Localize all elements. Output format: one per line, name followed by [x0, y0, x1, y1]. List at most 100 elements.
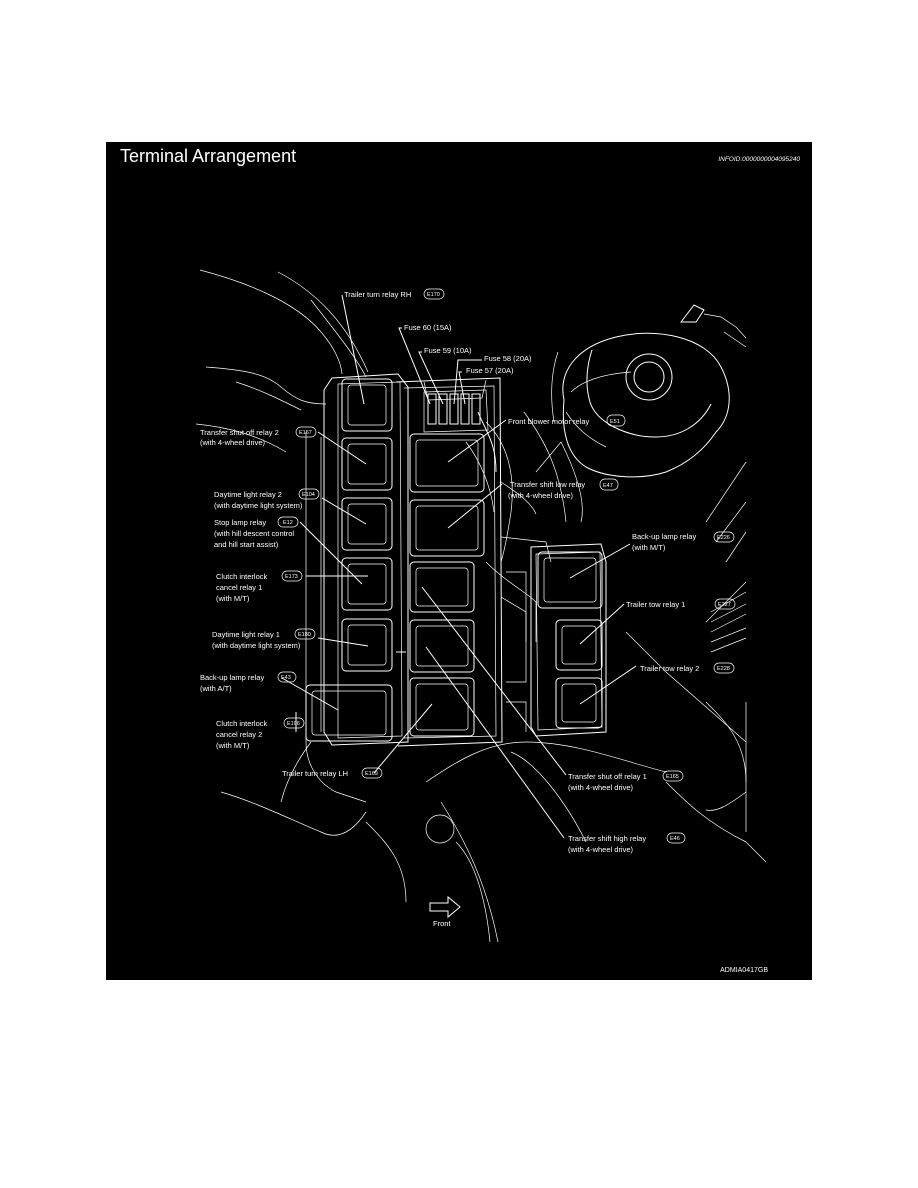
- svg-text:(with 4-wheel drive): (with 4-wheel drive): [508, 491, 574, 500]
- svg-text:(with 4-wheel drive): (with 4-wheel drive): [568, 845, 634, 854]
- relay-transfer-shift-low: [409, 499, 485, 557]
- label-fuse-60: Fuse 60 (15A): [404, 323, 452, 332]
- label-back-up-lamp-relay-mt: Back-up lamp relay (with M/T) E226: [632, 531, 735, 552]
- relay-transfer-shutoff-1-inner: [415, 625, 469, 667]
- label-back-up-lamp-relay-at: Back-up lamp relay (with A/T) E43: [200, 671, 297, 693]
- blower-motor: [551, 304, 747, 478]
- leader-lines: [281, 294, 637, 839]
- diagram-panel: Terminal Arrangement INFOID:000000000409…: [106, 142, 812, 980]
- relay-trailer-turn-rh: [341, 378, 393, 432]
- svg-text:E167: E167: [299, 430, 312, 436]
- svg-text:(with A/T): (with A/T): [200, 684, 232, 693]
- background-structure: [195, 269, 767, 943]
- svg-text:Trailer tow relay 1: Trailer tow relay 1: [626, 600, 685, 609]
- relay-trailer-tow-1-inner: [561, 625, 597, 665]
- label-fuse-58: Fuse 58 (20A): [484, 354, 532, 363]
- label-transfer-shift-low-relay: Transfer shift low relay (with 4-wheel d…: [508, 478, 619, 500]
- svg-text:(with daytime light system): (with daytime light system): [212, 641, 301, 650]
- svg-text:E51: E51: [610, 419, 620, 425]
- fuses: [423, 389, 489, 433]
- relay-clutch-1-inner: [347, 563, 387, 605]
- svg-text:E228: E228: [717, 666, 730, 672]
- label-trailer-turn-relay-lh: Trailer turn relay LH E169: [282, 767, 383, 779]
- svg-text:Back-up lamp relay: Back-up lamp relay: [632, 532, 696, 541]
- svg-text:E169: E169: [365, 771, 378, 777]
- svg-text:(with 4-wheel drive): (with 4-wheel drive): [200, 438, 266, 447]
- fuse-59: [438, 393, 448, 425]
- svg-text:Fuse 59 (10A): Fuse 59 (10A): [424, 346, 472, 355]
- figure-code: ADMIA0417GB: [720, 967, 768, 974]
- fuse-60: [427, 393, 437, 425]
- label-transfer-shut-off-relay-2: Transfer shut off relay 2 (with 4-wheel …: [200, 426, 317, 447]
- label-transfer-shift-high-relay: Transfer shift high relay (with 4-wheel …: [568, 832, 686, 854]
- fuse-block-diagram: Trailer turn relay RH E170 Fuse 60 (15A)…: [195, 269, 767, 943]
- svg-text:and hill start assist): and hill start assist): [214, 540, 279, 549]
- svg-text:Clutch interlock: Clutch interlock: [216, 572, 268, 581]
- relay-daytime-2: [341, 497, 393, 551]
- svg-text:E12: E12: [283, 520, 293, 526]
- relay-transfer-shift-high-inner: [415, 683, 469, 731]
- relay-trailer-turn-rh-inner: [347, 384, 387, 426]
- front-label: Front: [433, 919, 451, 928]
- svg-text:Clutch interlock: Clutch interlock: [216, 719, 268, 728]
- svg-text:Trailer turn relay RH: Trailer turn relay RH: [344, 290, 411, 299]
- svg-text:(with 4-wheel drive): (with 4-wheel drive): [568, 783, 634, 792]
- relay-transfer-shutoff-2: [341, 437, 393, 491]
- fuse-spare: [471, 393, 481, 425]
- relay-transfer-shutoff-2-inner: [347, 443, 387, 485]
- svg-text:Transfer shift low relay: Transfer shift low relay: [510, 480, 585, 489]
- page-title: Terminal Arrangement: [120, 146, 297, 166]
- label-clutch-interlock-cancel-relay-2: Clutch interlock cancel relay 2 (with M/…: [216, 717, 305, 750]
- relay-transfer-shift-low-inner: [415, 505, 479, 551]
- label-daytime-light-relay-2: Daytime light relay 2 (with daytime ligh…: [214, 488, 320, 510]
- relay-stop-lamp-inner: [415, 567, 469, 607]
- relay-backup-mt-inner: [543, 557, 597, 603]
- relay-transfer-shift-high: [409, 677, 475, 737]
- svg-text:E180: E180: [298, 632, 311, 638]
- svg-text:Trailer tow relay 2: Trailer tow relay 2: [640, 664, 699, 673]
- svg-text:Transfer shut off relay 2: Transfer shut off relay 2: [200, 428, 279, 437]
- svg-text:E104: E104: [302, 492, 315, 498]
- relay-backup-at-inner: [311, 690, 387, 736]
- svg-text:cancel relay 1: cancel relay 1: [216, 583, 262, 592]
- svg-text:(with M/T): (with M/T): [216, 741, 250, 750]
- relay-backup-at: [305, 684, 393, 742]
- label-front-blower-motor-relay: Front blower motor relay E51: [508, 414, 626, 427]
- svg-text:cancel relay 2: cancel relay 2: [216, 730, 262, 739]
- label-trailer-tow-relay-1: Trailer tow relay 1 E227: [626, 598, 736, 610]
- svg-text:Fuse 60 (15A): Fuse 60 (15A): [404, 323, 452, 332]
- svg-text:Daytime light relay 1: Daytime light relay 1: [212, 630, 280, 639]
- label-daytime-light-relay-1: Daytime light relay 1 (with daytime ligh…: [212, 628, 316, 650]
- svg-text:E226: E226: [717, 535, 730, 541]
- relay-daytime-2-inner: [347, 503, 387, 545]
- label-trailer-tow-relay-2: Trailer tow relay 2 E228: [640, 662, 735, 674]
- svg-text:Trailer turn relay LH: Trailer turn relay LH: [282, 769, 348, 778]
- fuse-57: [460, 393, 470, 425]
- svg-text:E227: E227: [718, 602, 731, 608]
- svg-text:(with daytime light system): (with daytime light system): [214, 501, 303, 510]
- label-clutch-interlock-cancel-relay-1: Clutch interlock cancel relay 1 (with M/…: [216, 570, 303, 603]
- svg-text:Front blower motor relay: Front blower motor relay: [508, 417, 590, 426]
- svg-text:E173: E173: [285, 574, 298, 580]
- svg-text:Transfer shut off relay 1: Transfer shut off relay 1: [568, 772, 647, 781]
- label-fuse-57: Fuse 57 (20A): [466, 366, 514, 375]
- relay-front-blower: [409, 433, 485, 493]
- label-stop-lamp-relay: Stop lamp relay (with hill descent contr…: [214, 516, 299, 549]
- svg-text:E165: E165: [666, 774, 679, 780]
- relay-clutch-1: [341, 557, 393, 611]
- svg-text:Daytime light relay 2: Daytime light relay 2: [214, 490, 282, 499]
- svg-text:E43: E43: [281, 675, 291, 681]
- svg-text:Transfer shift high relay: Transfer shift high relay: [568, 834, 646, 843]
- label-fuse-59: Fuse 59 (10A): [424, 346, 472, 355]
- relay-trailer-tow-2-inner: [561, 683, 597, 723]
- relay-block-left-housing: [323, 373, 607, 747]
- relays: [305, 378, 603, 742]
- relay-daytime-1-inner: [347, 624, 387, 666]
- svg-text:Stop lamp relay: Stop lamp relay: [214, 518, 266, 527]
- relay-daytime-1: [341, 618, 393, 672]
- label-trailer-turn-relay-rh: Trailer turn relay RH E170: [344, 288, 445, 300]
- svg-text:(with hill descent control: (with hill descent control: [214, 529, 294, 538]
- front-arrow-icon: Front: [429, 895, 461, 928]
- svg-text:E46: E46: [670, 836, 680, 842]
- relay-trailer-tow-1: [555, 619, 603, 671]
